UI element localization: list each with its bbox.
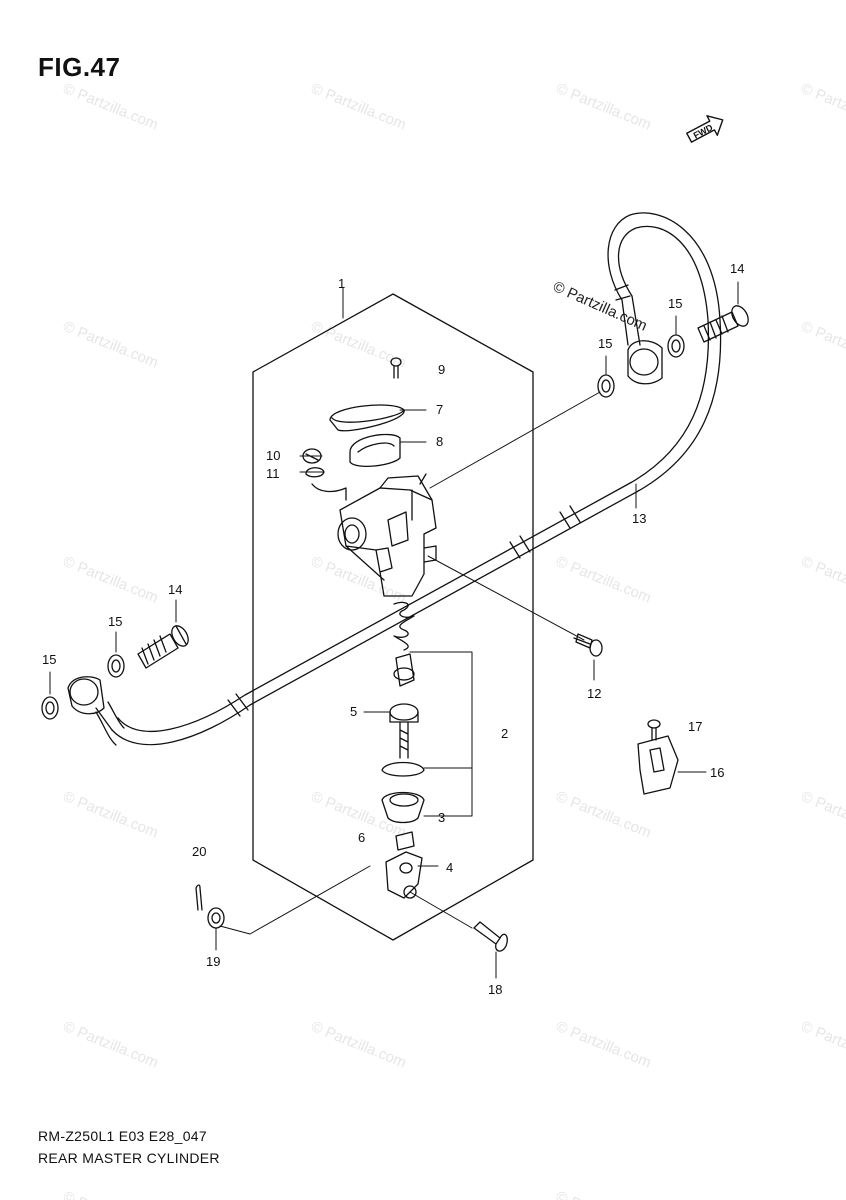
callout-labels: 1 2 3 4 5 6 7 8 9 10 11 12 13 14 14 15 1… [42,261,744,997]
master-cylinder-body [337,473,437,597]
callout-label: 16 [710,765,724,780]
boot-and-joint [381,761,425,899]
callout-label: 15 [598,336,612,351]
callout-label: 15 [42,652,56,667]
watermark: © Partzilla.com [61,80,161,134]
watermark: © Partzilla.com [799,80,846,134]
watermark: © Partzilla.com [554,80,654,134]
watermark: © Partzilla.com [309,318,409,372]
watermark: © Partzilla.com [61,1018,161,1072]
piston-spring [393,601,415,687]
o-ring-and-clip [302,448,347,501]
callout-label: 9 [438,362,445,377]
watermark: © Partzilla.com [554,1188,654,1200]
callout-label: 12 [587,686,601,701]
callout-label: 2 [501,726,508,741]
model-code: RM-Z250L1 E03 E28_047 [38,1128,207,1144]
callout-label: 14 [168,582,182,597]
diagram-caption: REAR MASTER CYLINDER [38,1150,220,1166]
watermark: © Partzilla.com [61,318,161,372]
callout-label: 14 [730,261,744,276]
pushrod [389,703,419,759]
watermark: © Partzilla.com [309,553,409,607]
watermark: © Partzilla.com [554,1018,654,1072]
watermark: © Partzilla.com [61,553,161,607]
callout-label: 8 [436,434,443,449]
brake-hose [95,212,722,746]
reservoir-cap-assembly [329,357,405,468]
union-bolt-right [697,305,749,343]
union-bolt-left [137,625,189,669]
callout-label: 17 [688,719,702,734]
callout-label: 19 [206,954,220,969]
forward-arrow-icon: FWD [686,115,724,143]
watermark: © Partzilla.com [554,788,654,842]
callout-label: 11 [266,466,280,481]
callout-label: 1 [338,276,345,291]
clevis-pin [473,921,508,952]
watermark-inline: © Partzilla.com [550,278,649,335]
callout-label: 6 [358,830,365,845]
callout-label: 7 [436,402,443,417]
callout-label: 5 [350,704,357,719]
watermark: © Partzilla.com [61,1188,161,1200]
watermark: © Partzilla.com [799,318,846,372]
watermark: © Partzilla.com [554,553,654,607]
callout-label: 4 [446,860,453,875]
watermark: © Partzilla.com [61,788,161,842]
washer-and-cotter-pin [195,884,225,929]
mounting-screw [573,633,603,657]
assembly-outline [252,293,534,941]
callout-label: 15 [668,296,682,311]
watermark-layer: © Partzilla.com © Partzilla.com © Partzi… [61,80,846,1200]
banjo-fitting-right [627,340,663,385]
leader-lines [49,281,739,979]
gasket-washers [41,334,685,720]
callout-label: 10 [266,448,280,463]
watermark: © Partzilla.com [799,1018,846,1072]
callout-label: 13 [632,511,646,526]
callout-label: 15 [108,614,122,629]
hose-clamp [637,719,679,795]
banjo-fitting-left [67,676,113,731]
callout-label: 20 [192,844,206,859]
watermark: © Partzilla.com [309,1018,409,1072]
callout-label: 18 [488,982,502,997]
figure-title: FIG.47 [38,52,121,82]
callout-label: 3 [438,810,445,825]
watermark: © Partzilla.com [309,80,409,134]
watermark: © Partzilla.com [799,788,846,842]
watermark: © Partzilla.com [799,553,846,607]
